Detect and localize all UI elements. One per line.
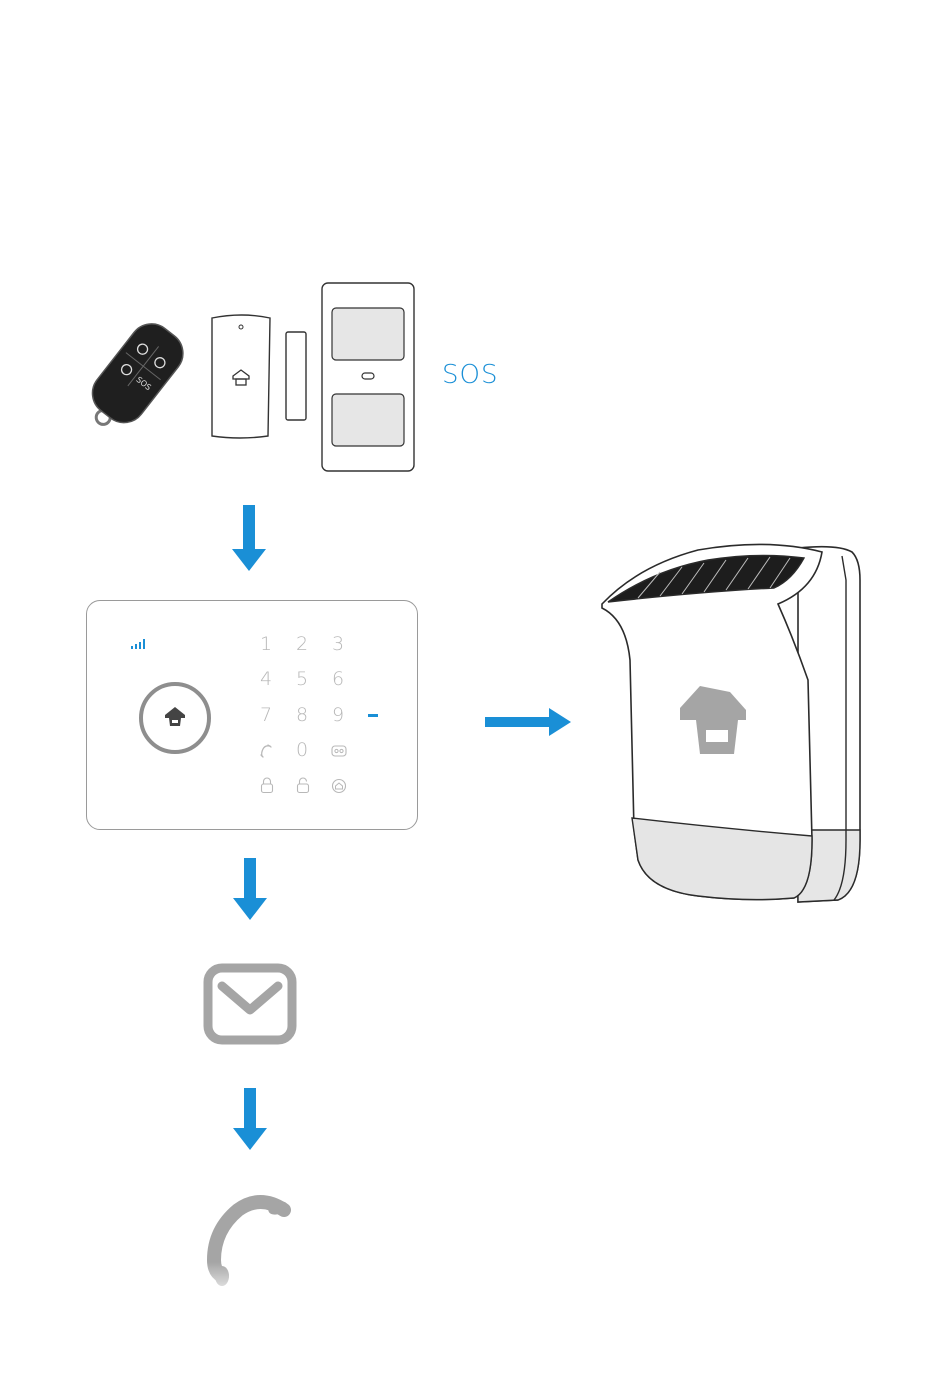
lock-key-icon[interactable]	[260, 777, 274, 794]
phone-key-icon[interactable]	[259, 744, 273, 758]
house-logo-icon	[165, 707, 185, 726]
home-button-ring	[136, 680, 214, 756]
voicemail-key-icon[interactable]	[331, 744, 347, 758]
unlock-key-icon[interactable]	[296, 777, 310, 794]
signal-strength-icon	[131, 639, 147, 649]
keypad-key[interactable]: 0	[287, 739, 317, 761]
status-indicator	[368, 714, 378, 717]
keypad-key[interactable]: 2	[287, 633, 317, 655]
keypad-key[interactable]: 7	[251, 704, 281, 726]
pir-motion-sensor	[320, 281, 416, 473]
keypad-key[interactable]: 3	[323, 633, 353, 655]
door-sensor	[208, 312, 310, 442]
remote-key-fob: SOS	[78, 318, 190, 438]
alarm-control-panel: 1 2 3 4 5 6 7 8 9 0	[86, 600, 418, 830]
home-arm-key-icon[interactable]	[331, 777, 347, 794]
sos-label: SOS	[442, 360, 498, 390]
arrow-down-3	[232, 1088, 268, 1152]
keypad-key[interactable]: 4	[251, 668, 281, 690]
outdoor-solar-siren	[598, 540, 868, 908]
keypad-key[interactable]: 6	[323, 668, 353, 690]
arrow-right	[485, 705, 573, 739]
keypad-key[interactable]: 9	[323, 704, 353, 726]
keypad-key[interactable]: 8	[287, 704, 317, 726]
sms-envelope-icon	[202, 962, 298, 1046]
arrow-down-2	[232, 858, 268, 922]
keypad-key[interactable]: 1	[251, 633, 281, 655]
keypad-key[interactable]: 5	[287, 668, 317, 690]
magnet-bar	[286, 332, 306, 420]
arrow-down-1	[230, 505, 268, 573]
phone-fade-overlay	[190, 1262, 320, 1302]
